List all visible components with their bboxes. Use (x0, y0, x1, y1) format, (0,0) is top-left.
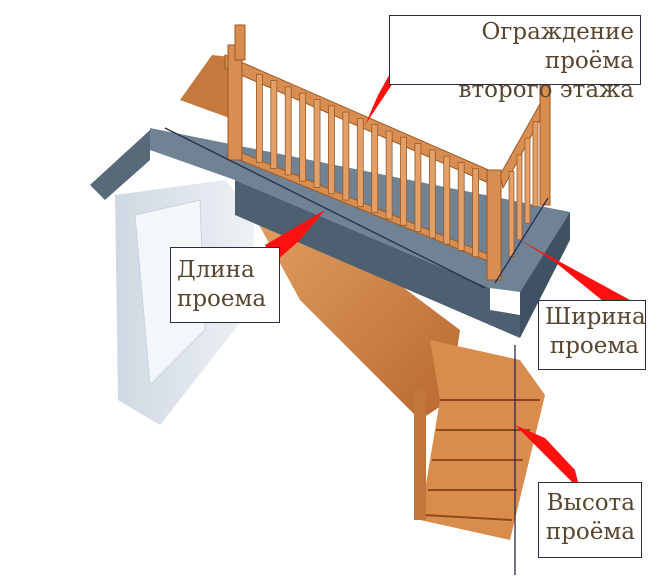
baluster (472, 168, 479, 258)
baluster (524, 137, 531, 224)
stair-treads (423, 399, 540, 521)
label-railing-line1: Ограждение проёма (481, 19, 634, 74)
label-height-line1: Высота (546, 490, 635, 516)
label-length-line2: проема (177, 286, 267, 312)
newel-post (414, 390, 426, 520)
label-length: Длина проема (170, 247, 280, 323)
baluster (284, 86, 292, 176)
label-height-line2: проёма (545, 519, 635, 545)
arrow-length (265, 210, 325, 262)
baluster (270, 80, 278, 169)
baluster (385, 130, 393, 220)
baluster (371, 124, 379, 214)
slab-side (520, 212, 570, 338)
baluster (457, 162, 465, 251)
baluster (532, 121, 539, 207)
label-railing: Ограждение проёма второго этажа (389, 15, 641, 103)
baluster (256, 73, 263, 163)
baluster (342, 111, 350, 201)
baluster (400, 136, 407, 226)
baluster (328, 105, 335, 195)
baluster (443, 155, 451, 245)
label-railing-line2: второго этажа (458, 77, 635, 103)
baluster (428, 149, 436, 239)
railing-balusters (256, 73, 539, 258)
baluster (516, 154, 523, 241)
baluster (414, 143, 422, 232)
wall-cap (90, 130, 150, 200)
baluster (299, 92, 307, 182)
label-width-line2: проема (549, 333, 639, 359)
arrow-height (515, 425, 580, 490)
upper-opening (180, 55, 240, 120)
stair-flight (240, 190, 460, 420)
pointer-arrows (265, 65, 630, 490)
baluster (508, 170, 515, 257)
lower-steps (420, 340, 545, 540)
arrow-width (520, 240, 630, 315)
slab-face (235, 180, 520, 338)
label-width-line1: Ширина (545, 304, 646, 330)
label-length-line1: Длина (177, 257, 255, 283)
baluster (356, 117, 364, 207)
baluster (313, 99, 321, 188)
label-height: Высота проёма (538, 482, 642, 558)
label-width: Ширина проема (538, 300, 646, 370)
dimension-lines (164, 127, 549, 575)
